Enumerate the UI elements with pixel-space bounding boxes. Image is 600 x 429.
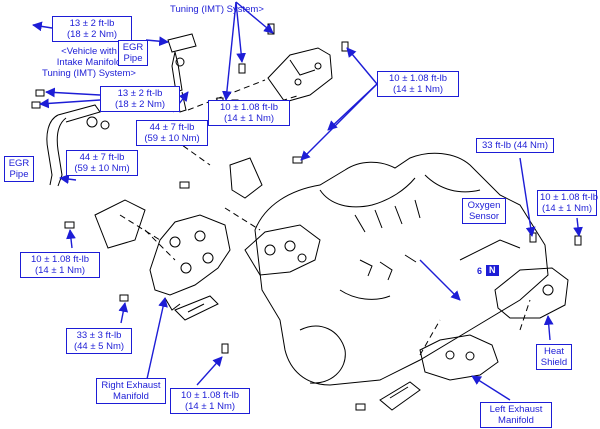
torque-10-left: 10 ± 1.08 ft-lb(14 ± 1 Nm) (20, 252, 100, 278)
torque-10-bottom: 10 ± 1.08 ft-lb(14 ± 1 Nm) (170, 388, 250, 414)
torque-10-center: 10 ± 1.08 ft-lb(14 ± 1 Nm) (208, 100, 290, 126)
torque-13-upper: 13 ± 2 ft-lb(18 ± 2 Nm) (52, 16, 132, 42)
engine-tag-number: 6 (477, 266, 483, 276)
torque-44-left: 44 ± 7 ft-lb(59 ± 10 Nm) (66, 150, 138, 176)
imt-system-top-label: Tuning (IMT) System> (170, 4, 264, 15)
engine-tag-letter: N (486, 265, 499, 276)
torque-33-44: 33 ft-lb (44 Nm) (476, 138, 554, 153)
leader-lines (32, 1, 583, 401)
torque-10-top-right: 10 ± 1.08 ft-lb(14 ± 1 Nm) (377, 71, 459, 97)
torque-13-mid: 13 ± 2 ft-lb(18 ± 2 Nm) (100, 86, 180, 112)
torque-10-right: 10 ± 1.08 ft-lb(14 ± 1 Nm) (537, 190, 598, 216)
torque-33-3: 33 ± 3 ft-lb(44 ± 5 Nm) (66, 328, 132, 354)
torque-44-upper: 44 ± 7 ft-lb(59 ± 10 Nm) (136, 120, 208, 146)
